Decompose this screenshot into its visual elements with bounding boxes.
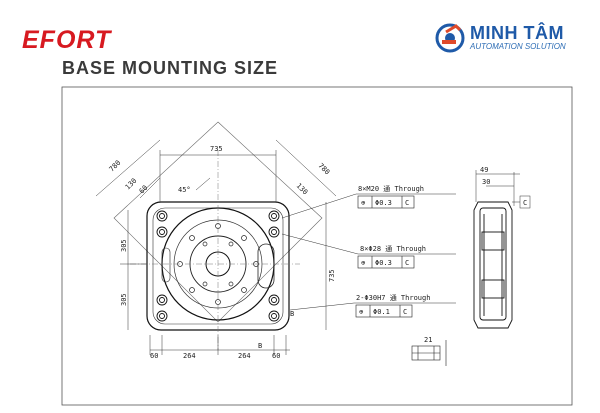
callout-2-spec: 8×Φ28 通 Through (360, 244, 426, 253)
callout-leaders (281, 193, 456, 311)
right-slot (257, 243, 275, 289)
callout-3-symbol: ⊕ (359, 308, 364, 316)
ref-b-bottom: B (258, 342, 262, 350)
dim-bottom-264-right: 264 (238, 352, 251, 360)
dim-60-left: 60 (138, 184, 150, 196)
callout-1-spec: 8×M20 通 Through (358, 184, 424, 193)
detail-label: 21 (424, 336, 432, 344)
dim-130-left: 130 (124, 177, 139, 192)
dim-305-lower: 305 (120, 293, 128, 306)
side-view (473, 201, 513, 329)
dim-bottom-60-right: 60 (272, 352, 280, 360)
partner-tagline: AUTOMATION SOLUTION (470, 42, 566, 51)
dim-735-right: 735 (328, 269, 336, 282)
callout-2-symbol: ⊕ (361, 259, 366, 267)
callout-2-tolerance: Φ0.3 (375, 259, 392, 267)
callout-3-datum: C (403, 308, 407, 316)
detail-view (411, 340, 447, 366)
callout-1-tolerance: Φ0.3 (375, 199, 392, 207)
dim-diag-left: 780 (108, 159, 123, 174)
callout-1-frame (357, 195, 415, 209)
dim-side-49: 49 (480, 166, 488, 174)
side-view-dims (475, 170, 531, 209)
corner-mounting-holes (156, 210, 280, 322)
left-slot (161, 247, 171, 283)
dim-305-upper: 305 (120, 239, 128, 252)
ref-c: C (523, 199, 527, 207)
dim-bottom-60-left: 60 (150, 352, 158, 360)
partner-logo-icon (435, 23, 465, 53)
drawing-frame (61, 86, 573, 406)
dim-bottom-264-left: 264 (183, 352, 196, 360)
callout-3-tolerance: Φ0.1 (373, 308, 390, 316)
callout-1-symbol: ⊕ (361, 199, 366, 207)
dim-angle: 45° (178, 186, 191, 194)
ref-b-right: B (290, 310, 294, 318)
page-title: BASE MOUNTING SIZE (62, 58, 279, 78)
dim-130-right: 130 (295, 182, 310, 197)
dim-top-width: 735 (210, 145, 223, 153)
center-lines (130, 150, 300, 350)
dim-side-30: 30 (482, 178, 490, 186)
callout-1-datum: C (405, 199, 409, 207)
callout-2-frame (357, 255, 415, 269)
callout-2-datum: C (405, 259, 409, 267)
rotated-square-outline (113, 121, 323, 323)
partner-name: MINH TÂM (470, 23, 564, 43)
callout-3-frame (355, 304, 413, 318)
efort-logo: EFORT (22, 26, 112, 54)
callout-3-spec: 2-Φ30H7 通 Through (356, 293, 430, 302)
dimension-lines (95, 139, 337, 355)
dim-diag-right: 780 (317, 162, 332, 177)
